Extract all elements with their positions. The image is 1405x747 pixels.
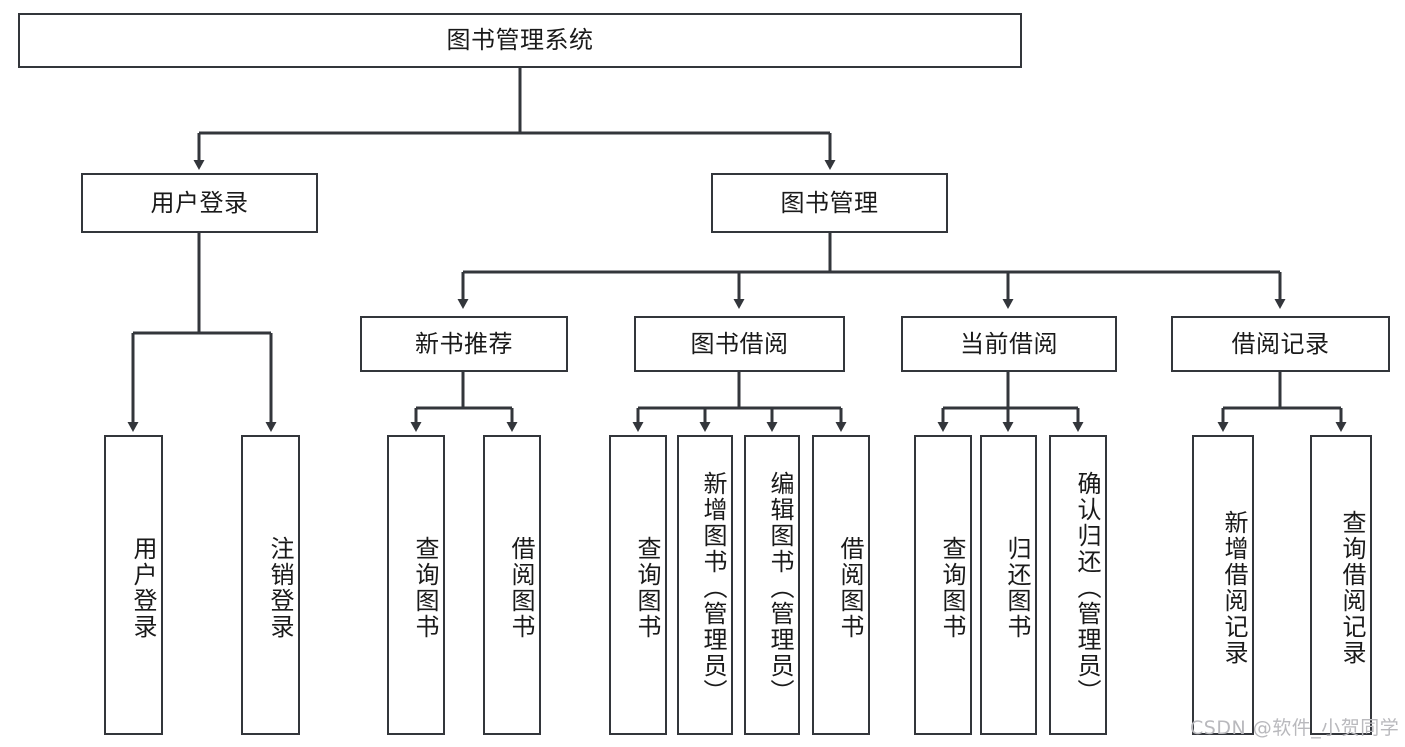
node-leaf-add-book[interactable]: 新增图书（管理员） xyxy=(677,435,733,735)
node-leaf-query-book-borrow-label: 查询图书 xyxy=(633,536,661,640)
node-borrow-record-label: 借阅记录 xyxy=(1231,329,1330,358)
node-current-borrow[interactable]: 当前借阅 xyxy=(901,316,1117,372)
node-user-login[interactable]: 用户登录 xyxy=(81,173,318,233)
node-leaf-borrow-book[interactable]: 借阅图书 xyxy=(812,435,870,735)
node-leaf-user-login-label: 用户登录 xyxy=(129,536,157,640)
node-leaf-query-record[interactable]: 查询借阅记录 xyxy=(1310,435,1372,735)
node-leaf-return-book[interactable]: 归还图书 xyxy=(980,435,1037,735)
node-leaf-add-book-label: 新增图书（管理员） xyxy=(699,471,727,705)
node-book-borrow[interactable]: 图书借阅 xyxy=(634,316,845,372)
node-leaf-borrow-book-label: 借阅图书 xyxy=(836,536,864,640)
node-leaf-borrow-book-rec-label: 借阅图书 xyxy=(507,536,535,640)
node-new-book-rec-label: 新书推荐 xyxy=(415,329,513,358)
node-book-manage[interactable]: 图书管理 xyxy=(711,173,948,233)
node-leaf-query-book-rec-label: 查询图书 xyxy=(411,536,439,640)
node-leaf-add-record[interactable]: 新增借阅记录 xyxy=(1192,435,1254,735)
node-user-login-label: 用户登录 xyxy=(150,188,249,217)
node-leaf-confirm-return-label: 确认归还（管理员） xyxy=(1073,471,1101,705)
node-leaf-edit-book[interactable]: 编辑图书（管理员） xyxy=(744,435,800,735)
node-leaf-query-book-borrow[interactable]: 查询图书 xyxy=(609,435,667,735)
csdn-watermark: CSDN @软件_小贺同学 xyxy=(1190,717,1400,739)
node-new-book-rec[interactable]: 新书推荐 xyxy=(360,316,568,372)
node-leaf-query-book-current[interactable]: 查询图书 xyxy=(914,435,972,735)
node-borrow-record[interactable]: 借阅记录 xyxy=(1171,316,1390,372)
node-leaf-borrow-book-rec[interactable]: 借阅图书 xyxy=(483,435,541,735)
node-leaf-confirm-return[interactable]: 确认归还（管理员） xyxy=(1049,435,1107,735)
node-leaf-query-record-label: 查询借阅记录 xyxy=(1338,510,1366,666)
node-leaf-add-record-label: 新增借阅记录 xyxy=(1220,510,1248,666)
node-book-manage-label: 图书管理 xyxy=(780,188,879,217)
node-leaf-logout-label: 注销登录 xyxy=(266,536,294,640)
node-current-borrow-label: 当前借阅 xyxy=(960,329,1058,358)
node-leaf-query-book-current-label: 查询图书 xyxy=(938,536,966,640)
node-leaf-user-login[interactable]: 用户登录 xyxy=(104,435,163,735)
node-leaf-return-book-label: 归还图书 xyxy=(1003,536,1031,640)
node-leaf-logout[interactable]: 注销登录 xyxy=(241,435,300,735)
node-root[interactable]: 图书管理系统 xyxy=(18,13,1022,68)
node-leaf-query-book-rec[interactable]: 查询图书 xyxy=(387,435,445,735)
node-root-label: 图书管理系统 xyxy=(446,26,594,55)
node-leaf-edit-book-label: 编辑图书（管理员） xyxy=(766,471,794,705)
node-book-borrow-label: 图书借阅 xyxy=(690,329,789,358)
